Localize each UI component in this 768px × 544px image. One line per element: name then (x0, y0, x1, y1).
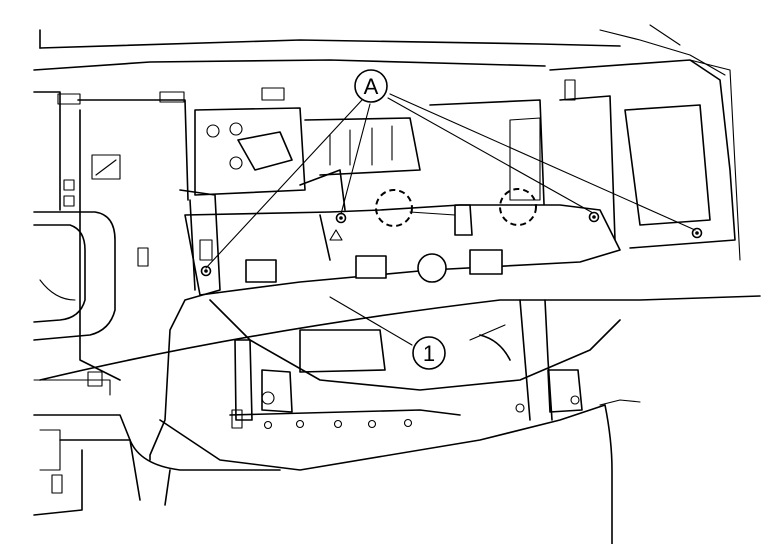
left-vent-area (33, 91, 189, 396)
center-brackets (194, 99, 546, 231)
clip-locations (375, 188, 537, 227)
upper-clips (57, 87, 285, 105)
screws (200, 211, 703, 277)
callout-1-label: 1 (423, 341, 435, 366)
callout-a-label: A (364, 74, 379, 99)
cross-member (149, 189, 621, 461)
callout-1: 1 (412, 336, 446, 370)
right-bracket (549, 59, 741, 261)
clip-location-right (499, 188, 537, 226)
lower-wiring (229, 299, 583, 430)
lower-left-details (33, 414, 171, 516)
clip-location-left (375, 189, 413, 227)
callout-a: A (354, 69, 388, 103)
dash-top-edge (33, 24, 726, 76)
lower-panel (39, 295, 761, 544)
leader-lines-a (205, 93, 696, 269)
leader-line-1 (329, 296, 413, 346)
